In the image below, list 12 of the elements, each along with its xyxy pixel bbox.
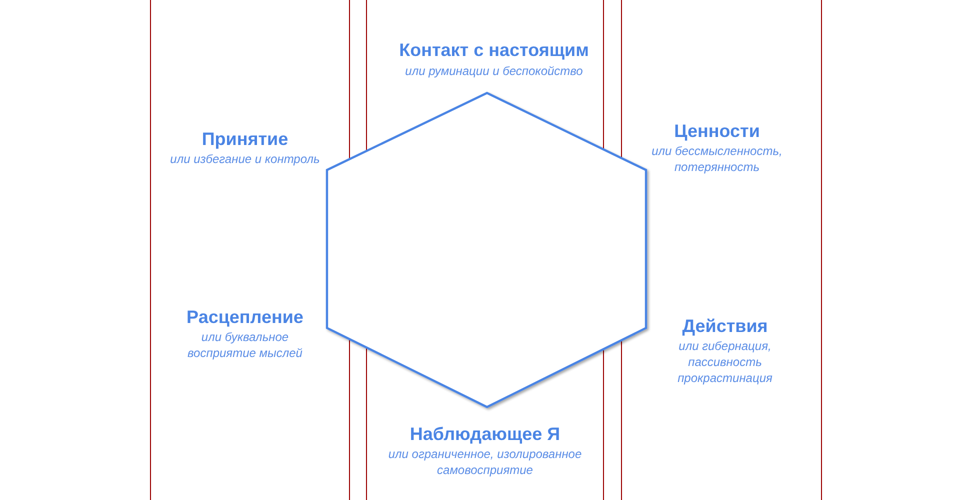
description-text: или избегание и контроль: [170, 151, 320, 167]
heading-label: Расцепление: [186, 307, 304, 327]
description-text: или ограниченное, изолированное самовосприятие: [387, 446, 583, 478]
description-text: или руминации и беспокойство: [405, 63, 583, 79]
description-text: или бессмысленность, потерянность: [650, 143, 784, 175]
heading-label: Действия: [682, 316, 768, 336]
heading-label: Наблюдающее Я: [410, 424, 560, 444]
description-text: или гибернация, пассивность прокрастинация: [676, 338, 774, 386]
heading-label: Контакт с настоящим: [399, 40, 589, 60]
heading-label: Принятие: [202, 129, 288, 149]
heading-label: Ценности: [674, 121, 760, 141]
description-text: или буквальное восприятие мыслей: [186, 329, 304, 361]
